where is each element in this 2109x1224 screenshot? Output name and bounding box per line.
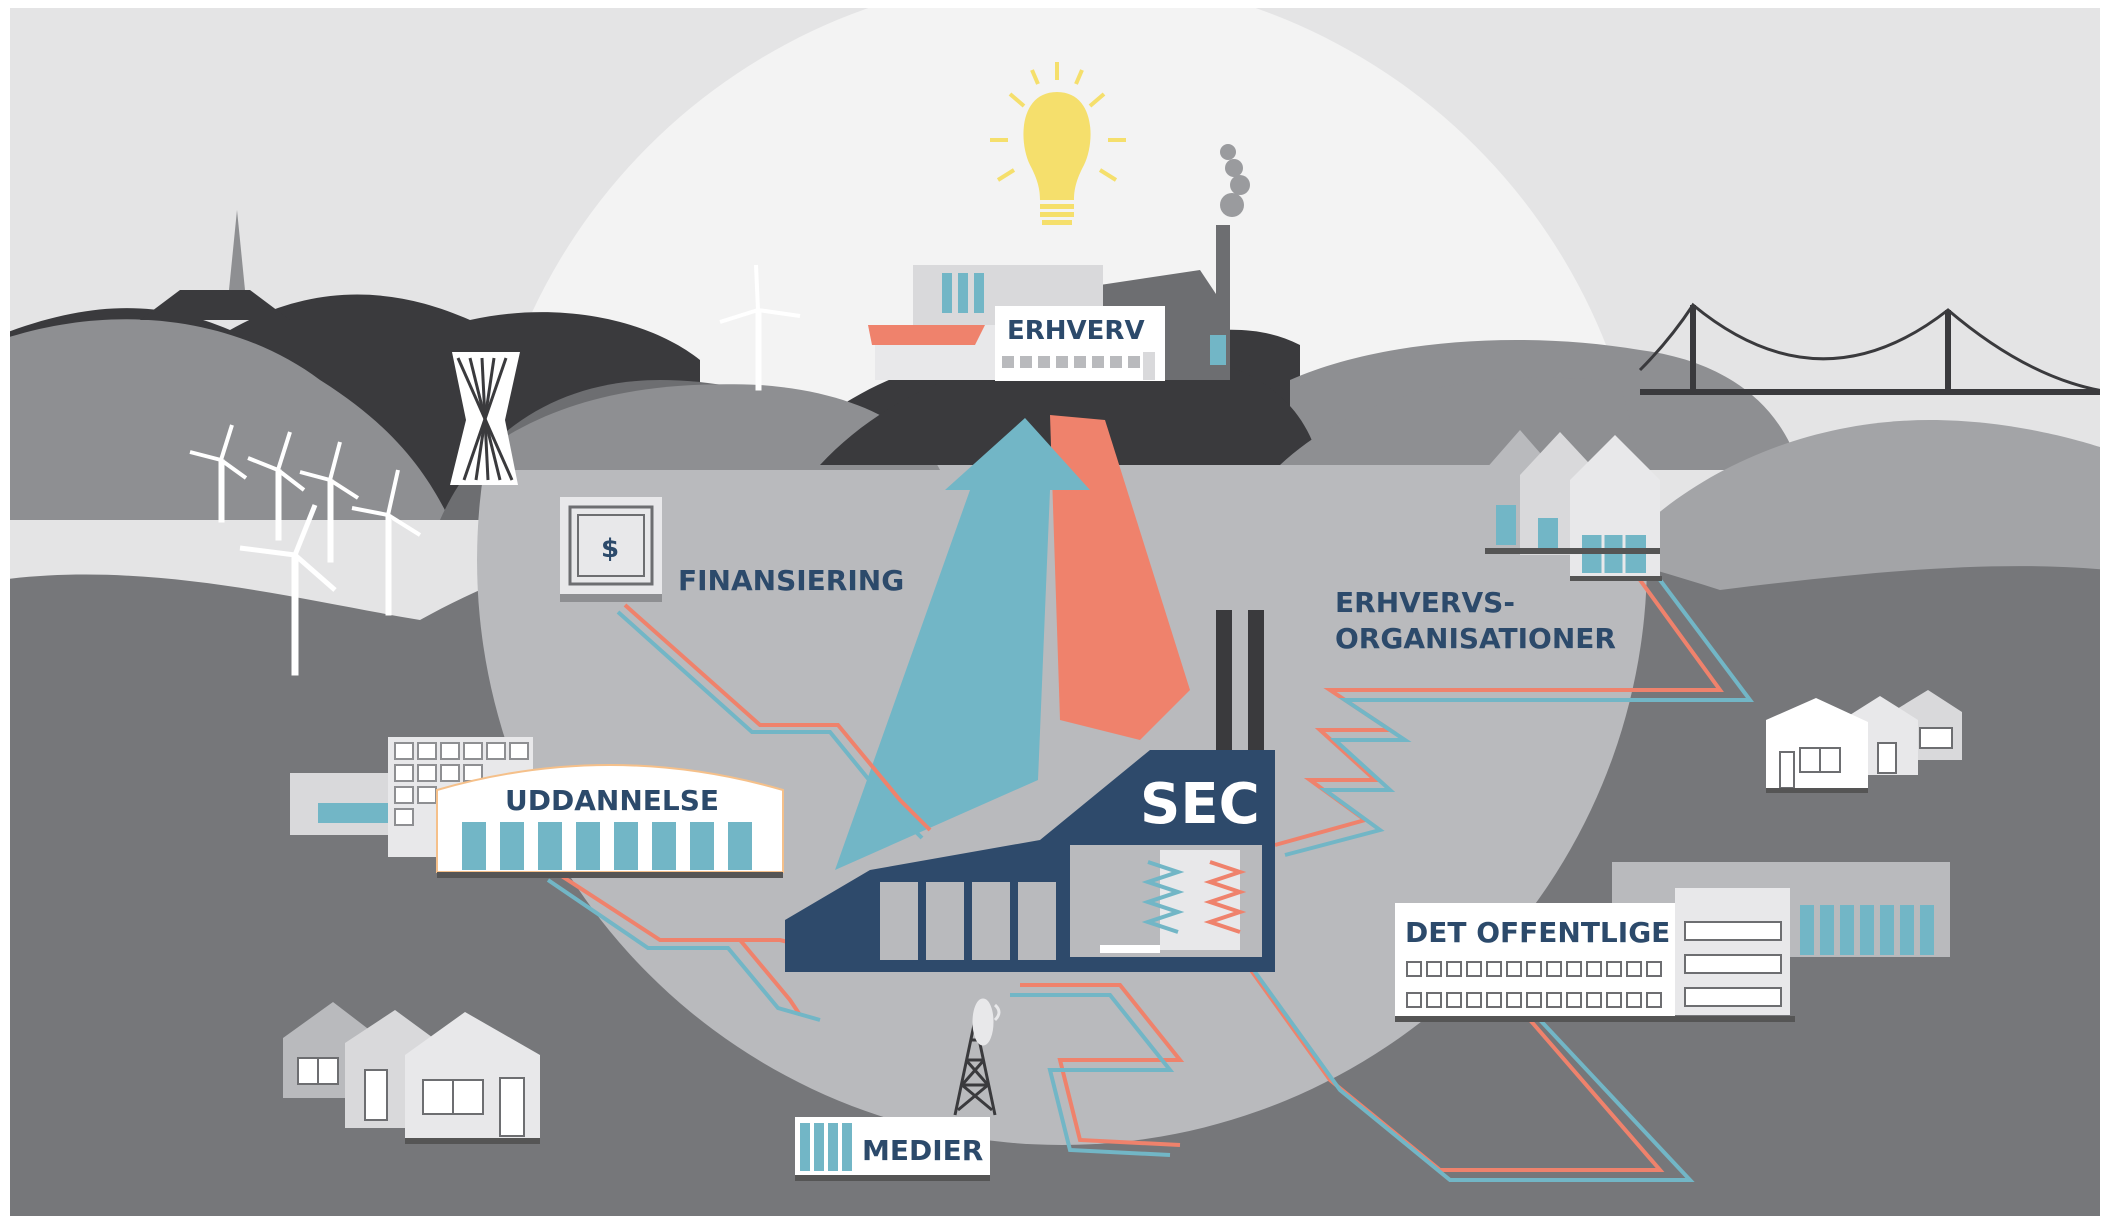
label-uddannelse: UDDANNELSE xyxy=(505,784,719,817)
church-roof xyxy=(140,290,290,320)
house-icon-group-erhvervsorg xyxy=(1485,430,1662,581)
label-finansiering: FINANSIERING xyxy=(678,564,904,597)
hill-spotlight-right xyxy=(1280,377,1647,465)
uddannelse-building: UDDANNELSE xyxy=(290,737,784,878)
hill-spotlight-left xyxy=(477,384,940,470)
label-erhvervs-line1: ERHVERVS- xyxy=(1335,586,1515,619)
label-sec: SEC xyxy=(1140,772,1260,837)
wind-turbine-icon xyxy=(351,469,422,616)
wind-turbine-icon xyxy=(239,504,337,676)
house-icon-group-left xyxy=(283,1002,540,1144)
dollar-sign: $ xyxy=(601,534,619,564)
wind-turbine-icon xyxy=(299,441,360,563)
wind-turbine-icon xyxy=(247,431,306,541)
spire-icon xyxy=(228,210,246,300)
erhverv-building: ERHVERV xyxy=(868,144,1250,381)
bridge-icon xyxy=(1638,302,2100,395)
wind-turbine-icon xyxy=(719,264,801,391)
arrow-salmon xyxy=(1050,415,1190,740)
heat-exchanger-icon xyxy=(1141,850,1247,950)
label-det-offentlige: DET OFFENTLIGE xyxy=(1405,916,1670,949)
lightbulb-icon xyxy=(990,62,1126,225)
hill-right-light xyxy=(1650,420,2100,600)
label-erhverv: ERHVERV xyxy=(1007,316,1145,346)
house-icon-group-right xyxy=(1766,690,1962,793)
arrow-teal xyxy=(835,418,1090,870)
sec-factory: SEC xyxy=(785,610,1275,972)
wind-turbine-icon xyxy=(189,424,248,523)
medier-building: MEDIER xyxy=(795,1117,990,1181)
radio-tower-icon xyxy=(953,998,1001,1116)
wind-farm-left xyxy=(189,424,422,676)
label-erhvervs-line2: ORGANISATIONER xyxy=(1335,622,1616,655)
safe-icon: $ xyxy=(560,497,662,602)
hill-left-mid xyxy=(10,319,450,520)
smoke-icon xyxy=(1220,144,1250,217)
twisted-tower-icon xyxy=(450,352,520,485)
label-medier: MEDIER xyxy=(862,1134,983,1167)
det-offentlige-building: DET OFFENTLIGE xyxy=(1395,862,1950,1022)
